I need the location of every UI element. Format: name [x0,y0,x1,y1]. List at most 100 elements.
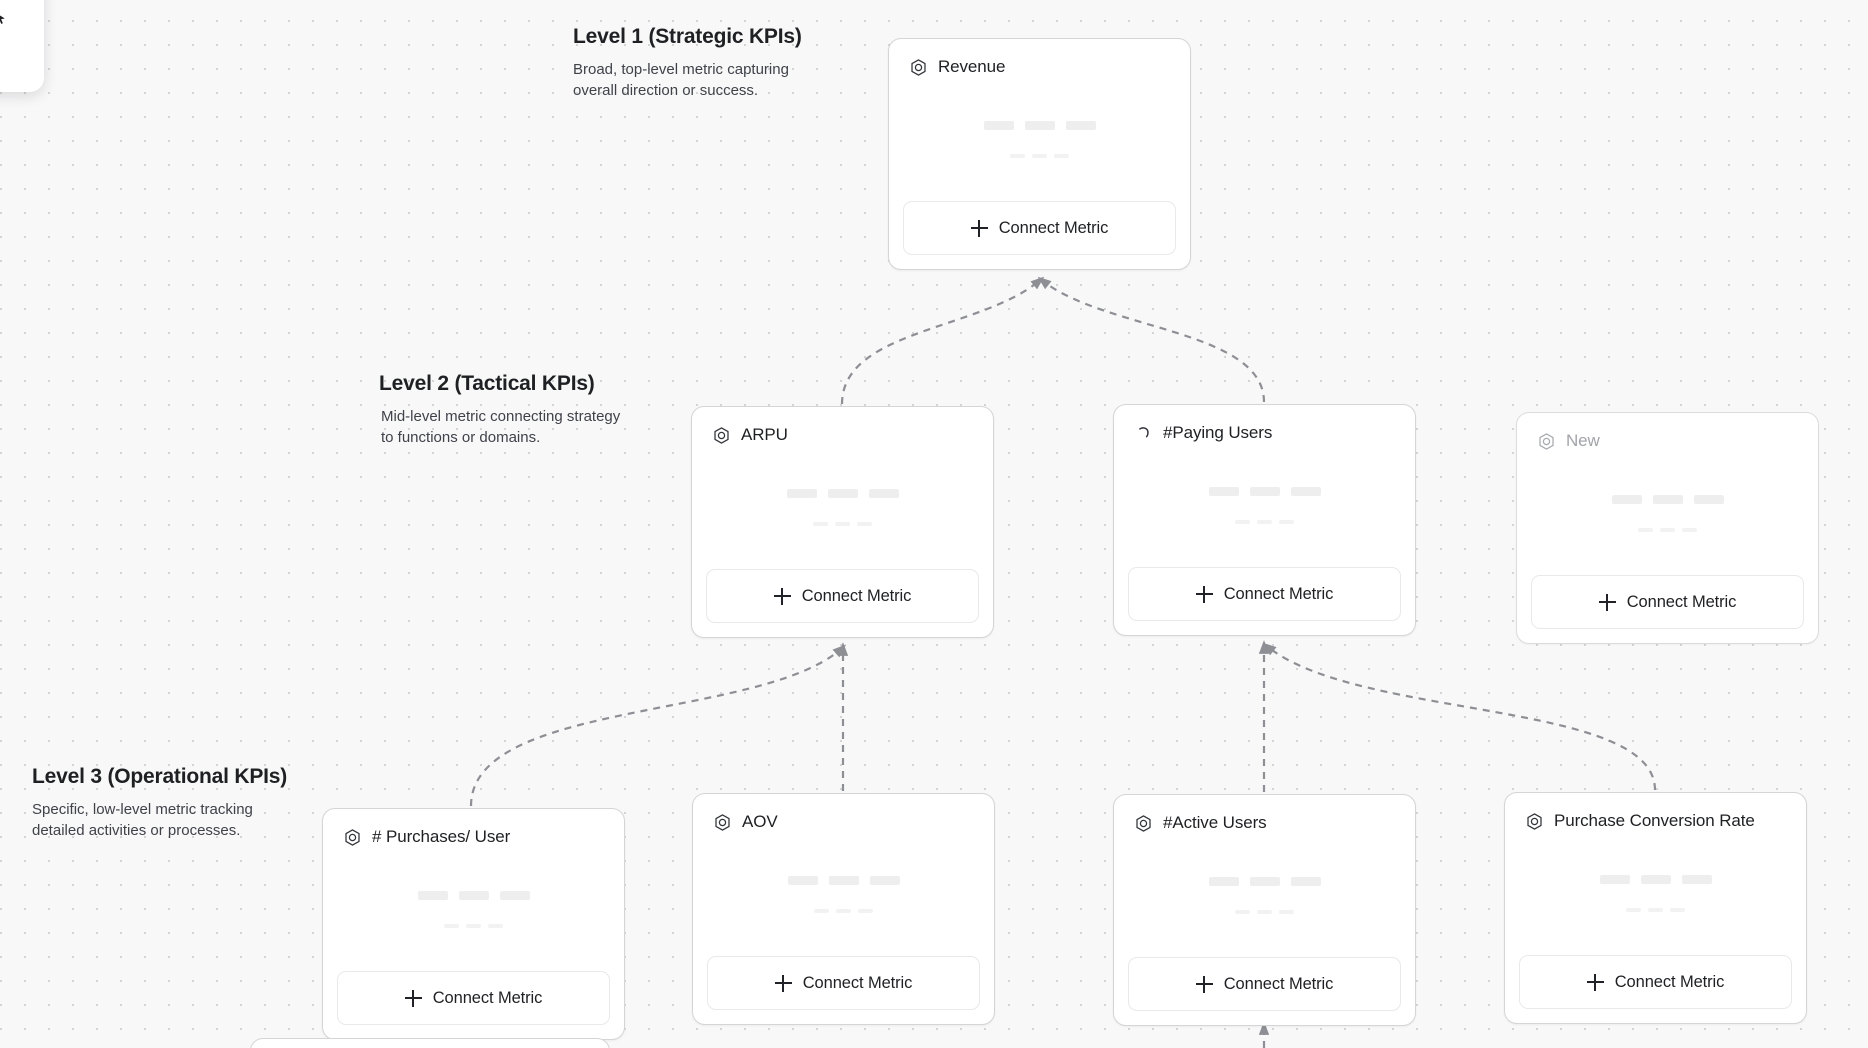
connect-metric-button[interactable]: Connect Metric [1128,567,1401,621]
skeleton-bar [1599,874,1630,884]
connect-metric-button[interactable]: Connect Metric [706,569,979,623]
cursor-icon[interactable] [0,12,8,26]
connect-metric-button[interactable]: Connect Metric [1519,955,1792,1009]
card-title: # Purchases/ User [372,827,511,846]
skeleton-bar [1652,494,1683,504]
skeleton-bar [1024,120,1055,130]
hexagon-target-icon [712,426,731,445]
skeleton-bar [466,923,481,928]
skeleton-bar [1054,153,1069,158]
card-title: ARPU [741,425,788,444]
skeleton-bar [1208,486,1239,496]
skeleton-row-secondary [1626,907,1685,912]
skeleton-row-primary [1611,494,1724,504]
hexagon-target-icon [909,58,928,77]
skeleton-bar [1257,909,1272,914]
connect-metric-button[interactable]: Connect Metric [707,956,980,1010]
skeleton-bar [1010,153,1025,158]
skeleton-bar [858,908,873,913]
skeleton-row-primary [1208,486,1321,496]
skeleton-bar [1249,486,1280,496]
level-1-title: Level 1 (Strategic KPIs) [573,25,802,48]
skeleton-row-secondary [1638,527,1697,532]
skeleton-bar [1640,874,1671,884]
connect-metric-label: Connect Metric [802,973,913,992]
plus-icon [774,974,792,992]
skeleton-bar [787,875,818,885]
card-title: Revenue [938,57,1006,76]
skeleton-row-secondary [444,923,503,928]
plus-icon [1195,585,1213,603]
plus-icon [1598,593,1616,611]
hexagon-target-icon [1525,812,1544,831]
skeleton-bar [1257,519,1272,524]
level-3-description: Specific, low-level metric tracking deta… [32,801,253,840]
skeleton-row-secondary [1010,153,1069,158]
skeleton-bar [1279,909,1294,914]
connect-metric-button[interactable]: Connect Metric [903,201,1176,255]
skeleton-bar [1249,876,1280,886]
connect-metric-label: Connect Metric [1614,972,1725,991]
level-2-label-block: Level 2 (Tactical KPIs) Mid-level metric… [379,372,631,449]
skeleton-bar [1208,876,1239,886]
metric-card-offscreen-bottom-left[interactable] [250,1038,610,1048]
connect-metric-button[interactable]: Connect Metric [1128,957,1401,1011]
skeleton-bar [1290,486,1321,496]
plus-icon [404,989,422,1007]
card-placeholder-body [1517,451,1818,575]
skeleton-bar [857,521,872,526]
skeleton-row-primary [983,120,1096,130]
skeleton-bar [835,521,850,526]
arc-spinner-icon [1134,424,1153,443]
skeleton-bar [1279,519,1294,524]
skeleton-row-primary [417,890,530,900]
metric-card-arpu[interactable]: ARPU Connect Metric [691,406,994,638]
skeleton-bar [499,890,530,900]
skeleton-row-primary [786,488,899,498]
skeleton-bar [1032,153,1047,158]
skeleton-row-primary [787,875,900,885]
skeleton-bar [869,875,900,885]
connect-metric-button[interactable]: Connect Metric [1531,575,1804,629]
skeleton-bar [488,923,503,928]
level-2-title: Level 2 (Tactical KPIs) [379,372,595,395]
card-header: New [1517,413,1818,451]
connect-metric-button[interactable]: Connect Metric [337,971,610,1025]
skeleton-bar [828,875,859,885]
skeleton-bar [1638,527,1653,532]
level-3-title: Level 3 (Operational KPIs) [32,765,288,788]
card-placeholder-body [692,445,993,569]
skeleton-bar [1235,909,1250,914]
skeleton-bar [983,120,1014,130]
card-title: #Active Users [1163,813,1267,832]
card-placeholder-body [693,832,994,956]
floating-toolbar-panel[interactable] [0,0,44,92]
card-title: Purchase Conversion Rate [1554,811,1755,830]
level-2-description: Mid-level metric connecting strategy to … [381,408,621,447]
card-placeholder-body [1505,831,1806,955]
skeleton-bar [868,488,899,498]
connect-metric-label: Connect Metric [1223,584,1334,603]
skeleton-bar [1693,494,1724,504]
card-placeholder-body [323,847,624,971]
skeleton-row-primary [1208,876,1321,886]
card-placeholder-body [1114,833,1415,957]
card-placeholder-body [1114,443,1415,567]
skeleton-bar [1626,907,1641,912]
skeleton-bar [1682,527,1697,532]
skeleton-bar [1065,120,1096,130]
hexagon-target-icon [1537,432,1556,451]
edge-purchases-to-arpu [469,644,847,807]
plus-icon [1586,973,1604,991]
skeleton-bar [813,521,828,526]
skeleton-bar [827,488,858,498]
skeleton-bar [1648,907,1663,912]
